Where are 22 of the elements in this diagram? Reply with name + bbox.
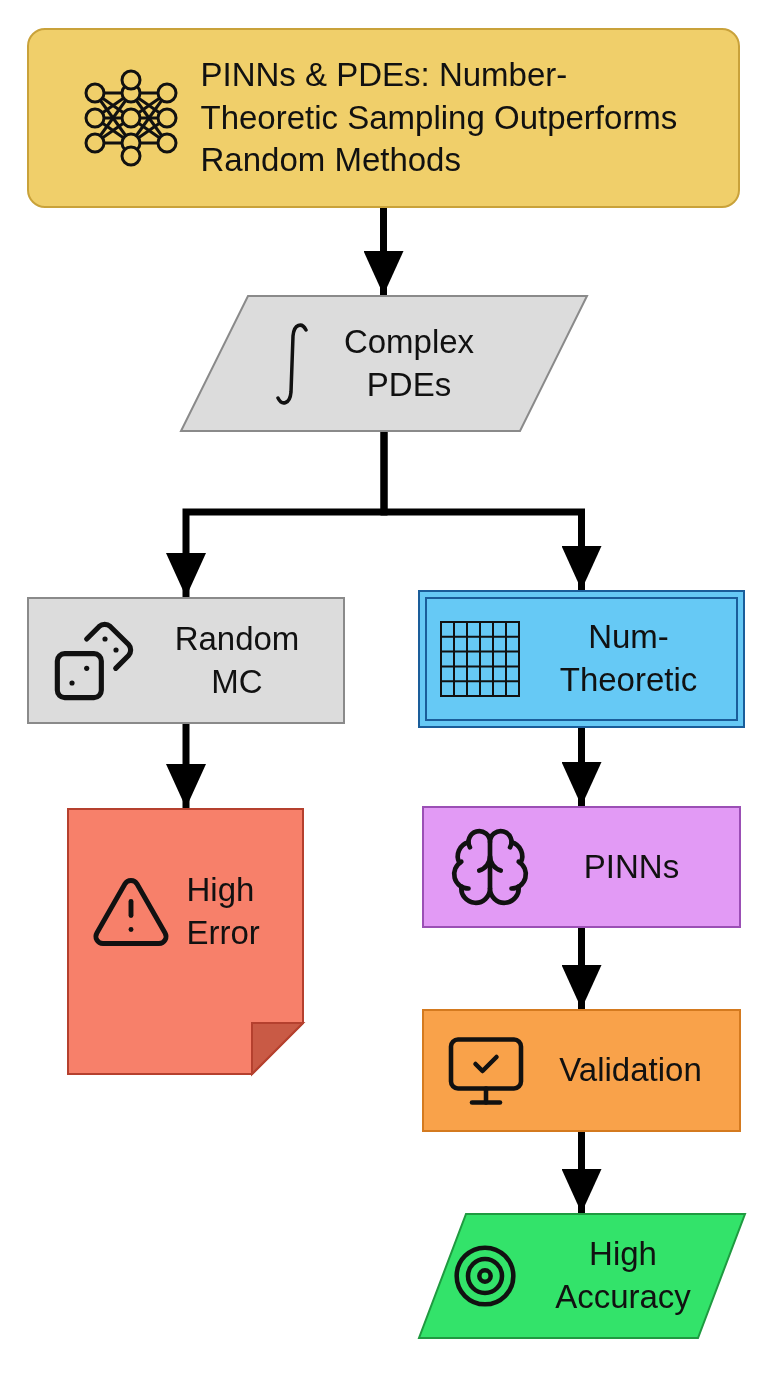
process-box	[418, 590, 745, 728]
process-box	[422, 1009, 741, 1132]
node-label: Complex PDEs	[342, 321, 476, 405]
process-box	[422, 806, 741, 928]
process-box	[27, 597, 345, 724]
node-label: High Accuracy	[554, 1234, 692, 1317]
arrow	[166, 724, 206, 808]
input-parallelogram	[180, 295, 588, 432]
node-label: PINNs	[582, 846, 681, 887]
node-label: PINNs & PDEs: Number-Theoretic Sampling Outperforms Random Methods	[200, 54, 679, 181]
node-label: Random MC	[173, 618, 301, 702]
arrow	[561, 1132, 602, 1213]
arrow	[363, 208, 404, 295]
output-parallelogram	[418, 1213, 746, 1339]
document-shape	[67, 808, 304, 1075]
arrow	[380, 432, 602, 590]
node-label: Num-Theoretic	[558, 617, 699, 700]
node-label: High Error	[186, 869, 261, 953]
arrow	[561, 728, 602, 806]
arrow	[561, 928, 602, 1009]
title-box	[27, 28, 740, 208]
node-label: Validation	[558, 1050, 703, 1091]
